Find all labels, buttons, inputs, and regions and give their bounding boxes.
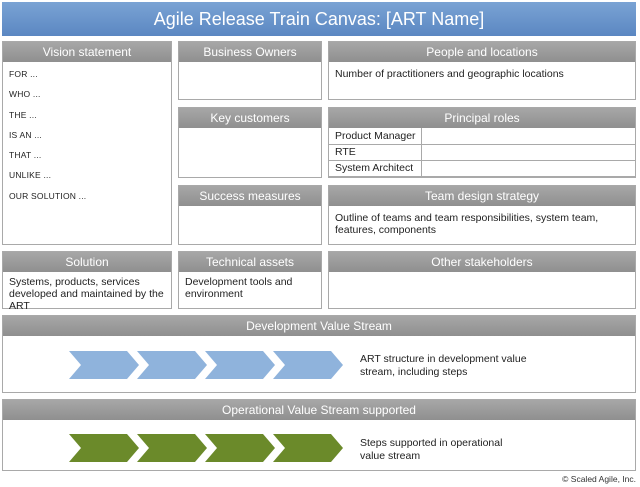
vision-line: IS AN ... <box>9 129 42 140</box>
role-value-cell <box>421 160 635 177</box>
people-locations-text: Number of practitioners and geographic l… <box>335 68 564 80</box>
vision-line: FOR ... <box>9 69 38 79</box>
op-stream-step-chevron <box>69 434 139 462</box>
op-stream-step-chevron <box>205 434 275 462</box>
other-stakeholders-header: Other stakeholders <box>329 252 635 272</box>
vision-line: THE ... <box>9 109 37 120</box>
success-measures-box: Success measures <box>178 185 322 245</box>
business-owners-header: Business Owners <box>179 42 321 62</box>
dev-stream-step-chevron <box>273 351 343 379</box>
operational-value-stream-box: Operational Value Stream supported Steps… <box>2 399 636 471</box>
solution-text: Systems, products, services developed an… <box>9 276 164 312</box>
op-stream-step-chevron <box>273 434 343 462</box>
development-value-stream-text: ART structure in development value strea… <box>360 353 527 378</box>
role-name: RTE <box>329 144 422 161</box>
vision-statement-box: Vision statement FOR ... WHO ... THE ...… <box>2 41 172 245</box>
role-name: System Architect <box>329 160 422 177</box>
solution-header: Solution <box>3 252 171 272</box>
team-design-box: Team design strategy Outline of teams an… <box>328 185 636 245</box>
business-owners-box: Business Owners <box>178 41 322 100</box>
success-measures-header: Success measures <box>179 186 321 206</box>
development-value-stream-header: Development Value Stream <box>3 316 635 336</box>
technical-assets-header: Technical assets <box>179 252 321 272</box>
operational-value-stream-text: Steps supported in operational value str… <box>360 437 503 462</box>
technical-assets-box: Technical assets Development tools and e… <box>178 251 322 309</box>
other-stakeholders-box: Other stakeholders <box>328 251 636 309</box>
dev-stream-step-chevron <box>205 351 275 379</box>
operational-value-stream-chevrons <box>69 434 343 462</box>
table-row: Product Manager <box>329 128 635 145</box>
key-customers-header: Key customers <box>179 108 321 128</box>
dev-stream-step-chevron <box>137 351 207 379</box>
role-name: Product Manager <box>329 128 422 145</box>
dev-stream-step-chevron <box>69 351 139 379</box>
vision-line: OUR SOLUTION ... <box>9 190 87 201</box>
vision-statement-list: FOR ... WHO ... THE ... IS AN ... THAT .… <box>3 62 171 206</box>
canvas-title: Agile Release Train Canvas: [ART Name] <box>2 2 636 36</box>
principal-roles-header: Principal roles <box>329 108 635 128</box>
role-value-cell <box>421 144 635 161</box>
vision-line: WHO ... <box>9 89 41 100</box>
operational-value-stream-header: Operational Value Stream supported <box>3 400 635 420</box>
vision-line: THAT ... <box>9 150 42 161</box>
op-stream-step-chevron <box>137 434 207 462</box>
people-locations-header: People and locations <box>329 42 635 62</box>
development-value-stream-chevrons <box>69 351 343 379</box>
vision-line: UNLIKE ... <box>9 170 52 181</box>
key-customers-box: Key customers <box>178 107 322 178</box>
technical-assets-text: Development tools and environment <box>185 276 293 300</box>
principal-roles-box: Principal roles Product Manager RTE Syst… <box>328 107 636 178</box>
team-design-text: Outline of teams and team responsibiliti… <box>335 212 599 236</box>
people-locations-box: People and locations Number of practitio… <box>328 41 636 100</box>
copyright-footer: © Scaled Agile, Inc. <box>562 474 636 484</box>
development-value-stream-box: Development Value Stream ART structure i… <box>2 315 636 393</box>
solution-box: Solution Systems, products, services dev… <box>2 251 172 312</box>
role-value-cell <box>421 128 635 145</box>
principal-roles-table: Product Manager RTE System Architect <box>329 128 635 177</box>
vision-statement-header: Vision statement <box>3 42 171 62</box>
table-row: RTE <box>329 144 635 161</box>
table-row: System Architect <box>329 160 635 177</box>
team-design-header: Team design strategy <box>329 186 635 206</box>
